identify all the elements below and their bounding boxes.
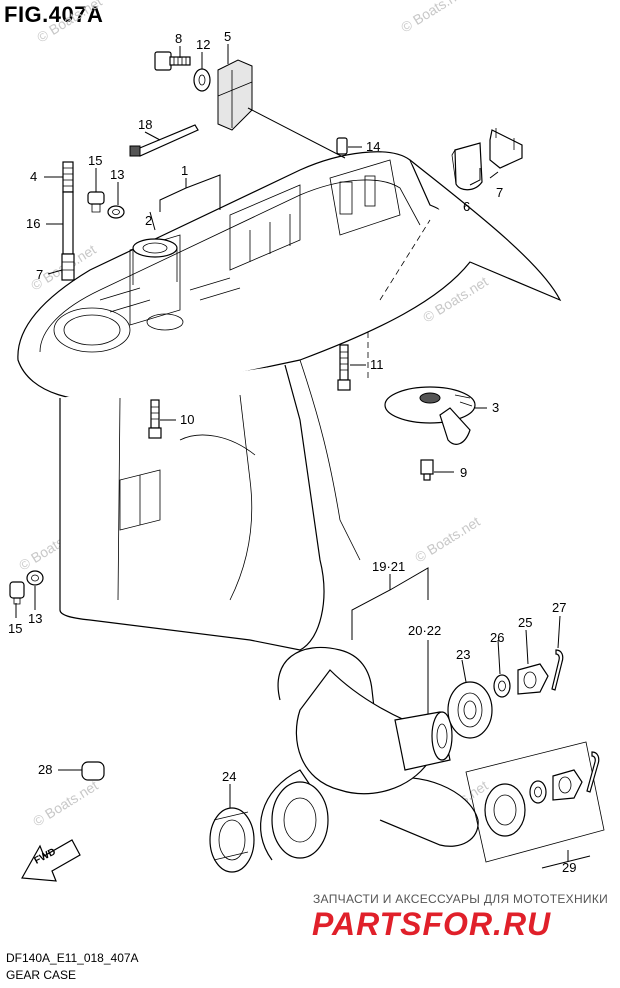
ad-brand-logo: PARTSFOR.RU bbox=[312, 906, 552, 942]
callout-11: 11 bbox=[370, 357, 384, 372]
spacer-24 bbox=[209, 807, 255, 873]
callout-14: 14 bbox=[366, 139, 381, 154]
prop-hardware-kit-29 bbox=[465, 741, 605, 863]
callout-15: 15 bbox=[88, 153, 103, 168]
callout-19-21: 19·21 bbox=[372, 559, 406, 574]
plug-15 bbox=[87, 191, 105, 213]
cover-6 bbox=[451, 142, 483, 191]
callout-4: 4 bbox=[30, 169, 38, 184]
callout-13: 13 bbox=[28, 611, 43, 626]
callout-13: 13 bbox=[110, 167, 125, 182]
bolt-10 bbox=[148, 399, 162, 439]
pin-14 bbox=[336, 137, 348, 155]
figure-code: DF140A_E11_018_407A bbox=[6, 951, 139, 965]
leader-lines bbox=[15, 44, 591, 869]
callout-10: 10 bbox=[180, 412, 195, 427]
callout-24: 24 bbox=[222, 769, 237, 784]
tie-18 bbox=[129, 124, 199, 157]
callout-7: 7 bbox=[496, 185, 504, 200]
washer-26 bbox=[493, 674, 511, 698]
gear-case-housing bbox=[17, 151, 562, 651]
callout-9: 9 bbox=[460, 465, 468, 480]
callout-2: 2 bbox=[145, 213, 153, 228]
callout-6: 6 bbox=[463, 199, 471, 214]
callout-5: 5 bbox=[224, 29, 232, 44]
callout-15: 15 bbox=[8, 621, 23, 636]
cotter-pin-27 bbox=[551, 649, 564, 691]
gasket-13 bbox=[107, 205, 125, 219]
callout-27: 27 bbox=[552, 600, 567, 615]
thrust-washer-23 bbox=[447, 681, 493, 739]
ad-tagline: ЗАПЧАСТИ И АКСЕССУАРЫ ДЛЯ МОТОТЕХНИКИ bbox=[313, 892, 609, 906]
bolt-8 bbox=[154, 51, 191, 71]
bolt-11 bbox=[337, 344, 351, 391]
callout-28: 28 bbox=[38, 762, 53, 777]
trim-tab-3 bbox=[384, 386, 476, 445]
callout-25: 25 bbox=[518, 615, 533, 630]
washer-12 bbox=[193, 68, 211, 92]
stud-4-16 bbox=[61, 161, 75, 281]
callout-18: 18 bbox=[138, 117, 153, 132]
plug-28 bbox=[81, 761, 105, 781]
callout-8: 8 bbox=[175, 31, 183, 46]
callout-1: 1 bbox=[181, 163, 189, 178]
callout-26: 26 bbox=[490, 630, 505, 645]
callout-7: 7 bbox=[36, 267, 44, 282]
callout-3: 3 bbox=[492, 400, 500, 415]
figure-title: FIG.407A bbox=[4, 2, 104, 27]
fwd-arrow-icon bbox=[21, 839, 81, 882]
propeller-19-21 bbox=[259, 646, 479, 861]
callout-16: 16 bbox=[26, 216, 41, 231]
bolt-9 bbox=[420, 459, 434, 481]
callout-20-22: 20·22 bbox=[408, 623, 442, 638]
callout-23: 23 bbox=[456, 647, 471, 662]
callout-29: 29 bbox=[562, 860, 577, 875]
gasket-13b bbox=[26, 570, 44, 586]
plug-15b bbox=[9, 581, 25, 605]
bracket-7 bbox=[489, 128, 523, 169]
anode-5 bbox=[217, 59, 253, 131]
figure-name: GEAR CASE bbox=[6, 968, 77, 982]
nut-25 bbox=[517, 663, 549, 695]
callout-12: 12 bbox=[196, 37, 211, 52]
